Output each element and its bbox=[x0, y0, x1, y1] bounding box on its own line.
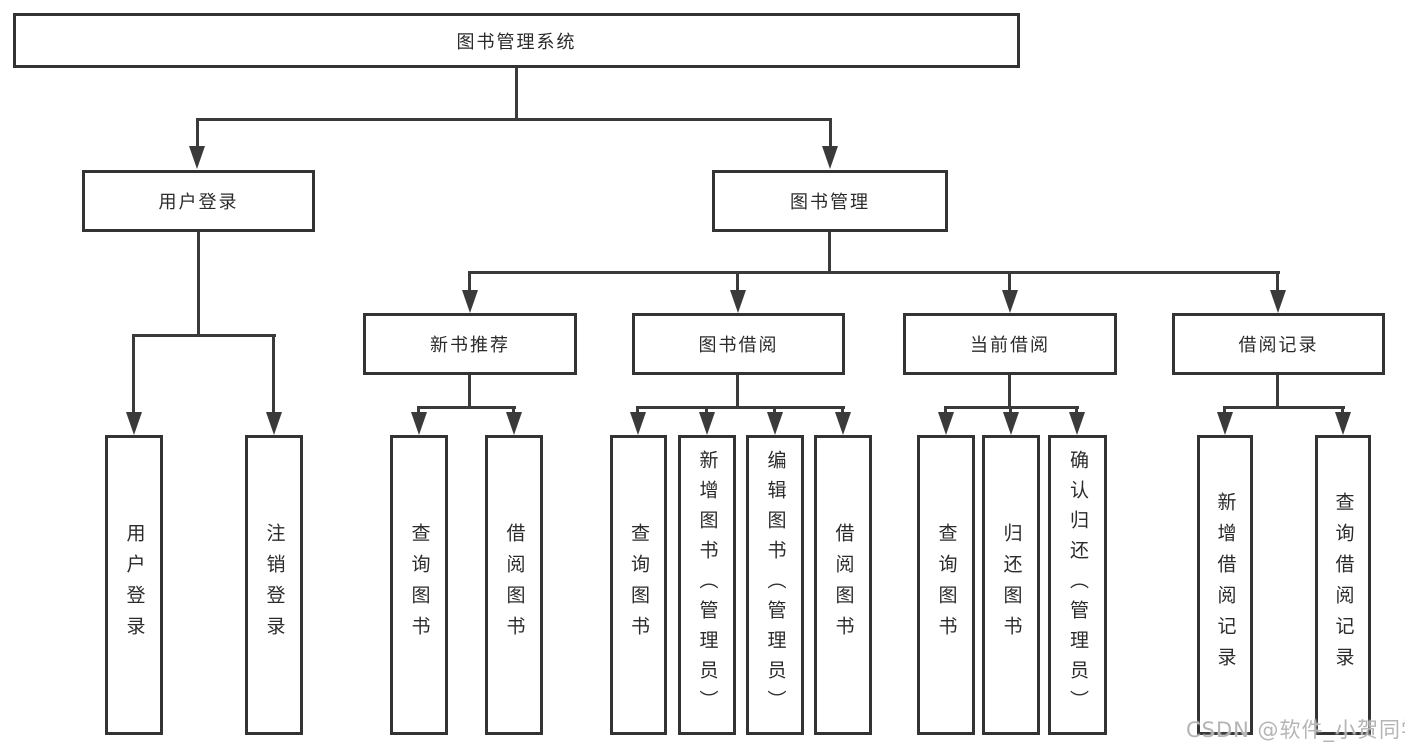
arrowhead-down bbox=[767, 412, 783, 435]
leaf-current-query-books: 查询图书 bbox=[917, 435, 975, 735]
node-borrow-records: 借阅记录 bbox=[1172, 313, 1385, 375]
connector-line bbox=[841, 406, 844, 415]
connector-line bbox=[515, 68, 518, 120]
arrowhead-down bbox=[938, 412, 954, 435]
connector-line bbox=[272, 334, 275, 414]
connector-line bbox=[1008, 271, 1011, 292]
leaf-add-borrow-record: 新增借阅记录 bbox=[1197, 435, 1253, 735]
arrowhead-down bbox=[1002, 290, 1018, 313]
arrowhead-down bbox=[189, 146, 205, 169]
leaf-query-borrow-record-label: 查询借阅记录 bbox=[1332, 492, 1355, 678]
leaf-recommend-borrow-books-label: 借阅图书 bbox=[503, 523, 526, 647]
leaf-borrow-books-label: 借阅图书 bbox=[832, 523, 855, 647]
connector-line bbox=[468, 271, 471, 292]
leaf-add-books-admin: 新增图书（管理员） bbox=[678, 435, 736, 735]
connector-line bbox=[773, 406, 776, 415]
arrowhead-down bbox=[1335, 412, 1351, 435]
leaf-user-login: 用户登录 bbox=[105, 435, 163, 735]
connector-line bbox=[468, 375, 471, 408]
connector-line bbox=[132, 334, 276, 337]
arrowhead-down bbox=[126, 412, 142, 435]
arrowhead-down bbox=[462, 290, 478, 313]
connector-line bbox=[1341, 406, 1344, 415]
connector-line bbox=[1075, 406, 1078, 415]
leaf-borrow-query-books-label: 查询图书 bbox=[628, 523, 650, 647]
node-current-borrow: 当前借阅 bbox=[903, 313, 1117, 375]
node-book-borrow-label: 图书借阅 bbox=[698, 335, 779, 356]
connector-line bbox=[512, 406, 515, 415]
connector-line bbox=[1223, 406, 1226, 415]
leaf-confirm-return-admin-label: 确认归还（管理员） bbox=[1067, 450, 1089, 720]
leaf-confirm-return-admin: 确认归还（管理员） bbox=[1048, 435, 1107, 735]
connector-line bbox=[417, 406, 516, 409]
connector-line bbox=[636, 406, 639, 415]
arrowhead-down bbox=[266, 412, 282, 435]
leaf-current-query-books-label: 查询图书 bbox=[935, 523, 958, 647]
node-user-login-label: 用户登录 bbox=[158, 192, 239, 213]
connector-line bbox=[132, 334, 135, 414]
leaf-edit-books-admin: 编辑图书（管理员） bbox=[746, 435, 804, 735]
arrowhead-down bbox=[630, 412, 646, 435]
connector-line bbox=[468, 271, 1280, 274]
leaf-recommend-query-books-label: 查询图书 bbox=[408, 523, 431, 647]
connector-line bbox=[1008, 375, 1011, 408]
leaf-recommend-borrow-books: 借阅图书 bbox=[485, 435, 543, 735]
node-book-borrow: 图书借阅 bbox=[632, 313, 845, 375]
node-book-management-label: 图书管理 bbox=[790, 192, 870, 213]
connector-line bbox=[1276, 375, 1279, 408]
connector-line bbox=[1223, 406, 1345, 409]
node-root: 图书管理系统 bbox=[13, 13, 1020, 68]
leaf-return-books-label: 归还图书 bbox=[1000, 523, 1023, 647]
leaf-logout-label: 注销登录 bbox=[263, 523, 286, 647]
node-new-book-recommend-label: 新书推荐 bbox=[430, 335, 510, 356]
arrowhead-down bbox=[1069, 412, 1085, 435]
arrowhead-down bbox=[730, 290, 746, 313]
connector-line bbox=[417, 406, 420, 415]
arrowhead-down bbox=[1003, 412, 1019, 435]
arrowhead-down bbox=[1270, 290, 1286, 313]
node-book-management: 图书管理 bbox=[712, 170, 948, 232]
leaf-borrow-books: 借阅图书 bbox=[814, 435, 872, 735]
leaf-edit-books-admin-label: 编辑图书（管理员） bbox=[764, 450, 787, 720]
connector-line bbox=[829, 118, 832, 149]
leaf-add-borrow-record-label: 新增借阅记录 bbox=[1214, 492, 1237, 678]
leaf-borrow-query-books: 查询图书 bbox=[610, 435, 667, 735]
arrowhead-down bbox=[699, 412, 715, 435]
connector-line bbox=[196, 118, 199, 149]
leaf-add-books-admin-label: 新增图书（管理员） bbox=[696, 450, 719, 720]
connector-line bbox=[197, 232, 200, 336]
arrowhead-down bbox=[822, 146, 838, 169]
connector-line bbox=[636, 406, 845, 409]
arrowhead-down bbox=[411, 412, 427, 435]
leaf-return-books: 归还图书 bbox=[982, 435, 1040, 735]
arrowhead-down bbox=[506, 412, 522, 435]
connector-line bbox=[705, 406, 708, 415]
arrowhead-down bbox=[1217, 412, 1233, 435]
leaf-query-borrow-record: 查询借阅记录 bbox=[1315, 435, 1371, 735]
node-current-borrow-label: 当前借阅 bbox=[970, 335, 1050, 356]
connector-line bbox=[1276, 271, 1279, 292]
connector-line bbox=[736, 375, 739, 408]
node-new-book-recommend: 新书推荐 bbox=[363, 313, 577, 375]
leaf-recommend-query-books: 查询图书 bbox=[390, 435, 448, 735]
connector-line bbox=[828, 232, 831, 273]
connector-line bbox=[196, 118, 832, 121]
connector-line bbox=[944, 406, 947, 415]
leaf-user-login-label: 用户登录 bbox=[123, 523, 146, 647]
leaf-logout: 注销登录 bbox=[245, 435, 303, 735]
node-user-login: 用户登录 bbox=[82, 170, 315, 232]
connector-line bbox=[1009, 406, 1012, 415]
node-borrow-records-label: 借阅记录 bbox=[1238, 335, 1319, 356]
arrowhead-down bbox=[835, 412, 851, 435]
watermark: CSDN @软件_小贺同学 bbox=[1186, 718, 1405, 742]
node-root-label: 图书管理系统 bbox=[456, 31, 577, 53]
connector-line bbox=[736, 271, 739, 292]
